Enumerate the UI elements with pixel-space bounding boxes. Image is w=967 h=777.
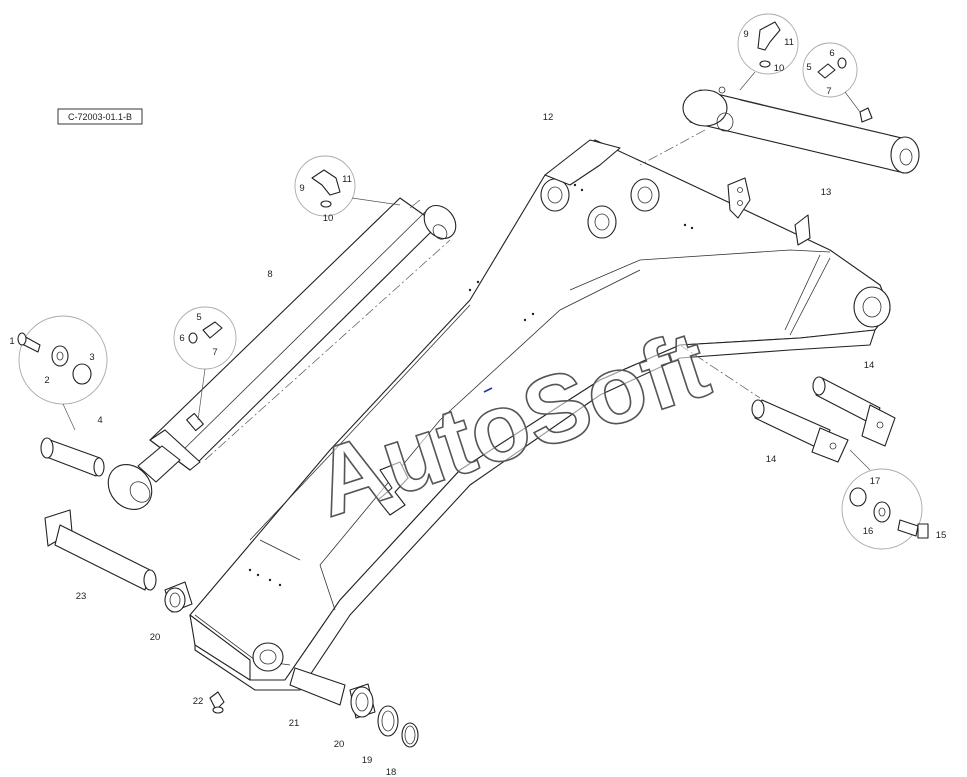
detail-circle-5-7-left	[173, 306, 237, 421]
part-label-20-lower: 20	[334, 739, 345, 750]
part-number-labels: 1 2 3 4 5 6 7 8 9 10 11 9 10 11 5 6 7 12…	[9, 29, 946, 777]
boom-arm	[189, 139, 891, 691]
part-label-20-upper: 20	[150, 632, 161, 643]
detail-circle-15-17	[841, 449, 929, 550]
part-label-5-left: 5	[196, 312, 201, 323]
lift-cylinder-left	[107, 197, 457, 510]
part-label-8: 8	[267, 269, 272, 280]
part-label-14-lower: 14	[766, 454, 777, 465]
pin-14-upper	[812, 376, 896, 447]
part-label-17: 17	[870, 476, 881, 487]
lift-cylinder-right	[682, 86, 920, 174]
pin-14-lower	[751, 399, 849, 463]
part-label-2: 2	[44, 375, 49, 386]
part-label-7-left: 7	[212, 347, 217, 358]
part-label-22: 22	[193, 696, 204, 707]
part-label-16: 16	[863, 526, 874, 537]
grease-fitting-22	[209, 691, 225, 714]
part-label-4: 4	[97, 415, 102, 426]
part-label-14-upper: 14	[864, 360, 875, 371]
ring-19	[377, 705, 399, 737]
bushing-20-upper	[164, 581, 193, 613]
detail-circle-5-7-right	[802, 42, 861, 113]
part-label-6-left: 6	[179, 333, 184, 344]
part-label-10-right: 10	[774, 63, 785, 74]
pin-23	[44, 509, 157, 591]
part-label-6-right: 6	[829, 48, 834, 59]
detail-circle-1-3	[17, 315, 108, 431]
part-label-9-left: 9	[299, 183, 304, 194]
part-label-13: 13	[821, 187, 832, 198]
bushing-20-lower	[349, 683, 376, 719]
drawing-reference-label: C-72003-01.1-B	[68, 112, 132, 122]
pin-4	[40, 437, 105, 477]
part-label-23: 23	[76, 591, 87, 602]
part-label-9-right: 9	[743, 29, 748, 40]
detail-circle-9-11-left	[294, 155, 401, 217]
part-label-21: 21	[289, 718, 300, 729]
part-label-18: 18	[386, 767, 397, 777]
part-label-11-right: 11	[784, 37, 794, 48]
part-label-12: 12	[543, 112, 554, 123]
ring-18	[401, 722, 419, 748]
part-label-5-right: 5	[806, 62, 811, 73]
part-label-19: 19	[362, 755, 373, 766]
part-label-10-left: 10	[323, 213, 334, 224]
drawing-reference-box: C-72003-01.1-B	[57, 108, 143, 125]
part-label-1: 1	[9, 336, 14, 347]
detail-circle-9-11-right	[737, 13, 799, 91]
part-label-7-right: 7	[826, 86, 831, 97]
part-label-15: 15	[936, 530, 947, 541]
shim-21	[289, 667, 346, 706]
part-label-11-left: 11	[342, 174, 352, 185]
part-label-3: 3	[89, 352, 94, 363]
